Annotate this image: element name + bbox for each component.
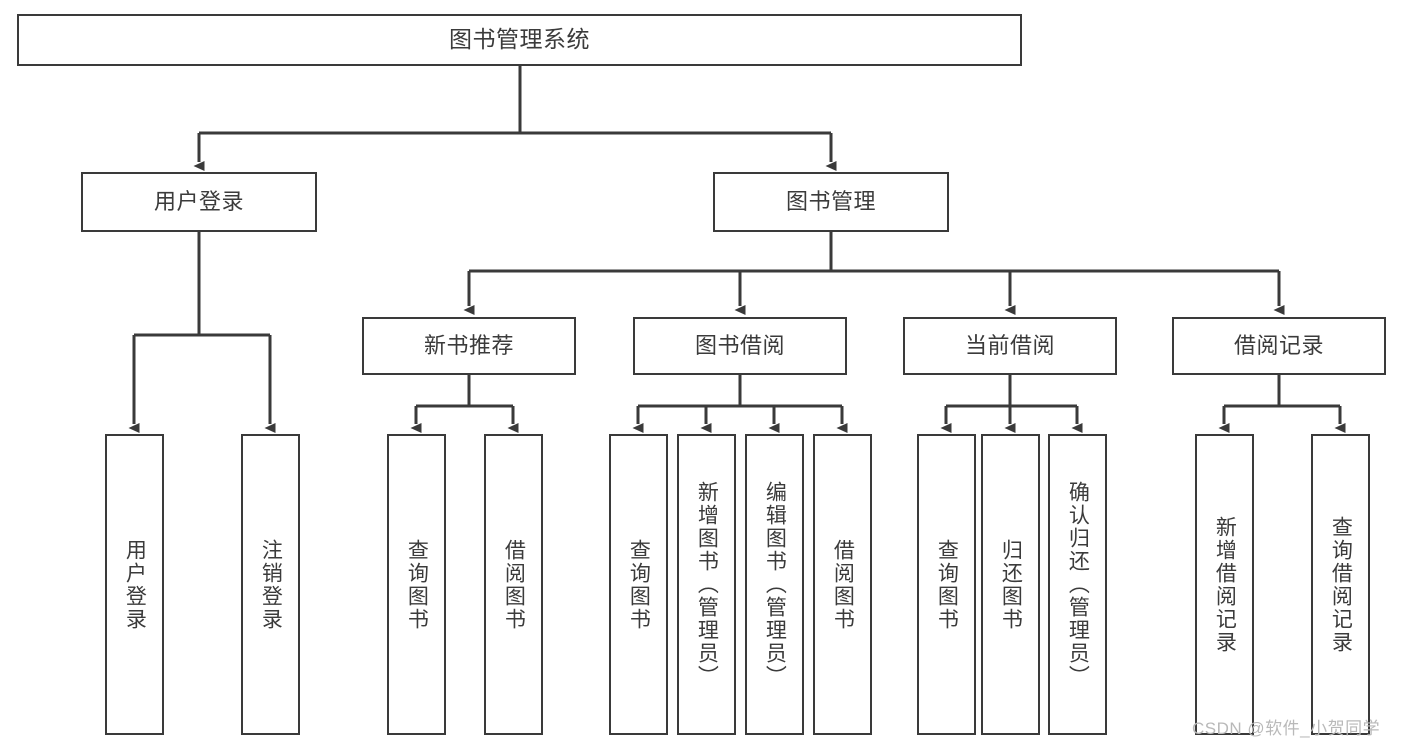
node-borrow-record-label: 借阅记录 <box>1233 332 1324 358</box>
leaf-query-book-borrow[interactable]: 查询图书 <box>609 434 668 735</box>
leaf-user-login-label: 用户登录 <box>123 538 147 631</box>
leaf-confirm-return-admin-label: 确认归还（管理员） <box>1066 481 1090 688</box>
node-user-login[interactable]: 用户登录 <box>81 172 317 232</box>
node-book-management[interactable]: 图书管理 <box>713 172 949 232</box>
leaf-borrow-book[interactable]: 借阅图书 <box>813 434 872 735</box>
leaf-query-borrow-record-label: 查询借阅记录 <box>1329 515 1353 654</box>
node-book-borrow[interactable]: 图书借阅 <box>633 317 847 375</box>
node-new-book-recommend-label: 新书推荐 <box>423 332 514 358</box>
node-new-book-recommend[interactable]: 新书推荐 <box>362 317 576 375</box>
leaf-query-book-borrow-label: 查询图书 <box>627 538 651 631</box>
csdn-watermark: CSDN @软件_小贺同学 <box>1192 719 1381 738</box>
node-borrow-record[interactable]: 借阅记录 <box>1172 317 1386 375</box>
leaf-return-book[interactable]: 归还图书 <box>981 434 1040 735</box>
node-root[interactable]: 图书管理系统 <box>17 14 1022 66</box>
leaf-borrow-book-new-label: 借阅图书 <box>502 538 526 631</box>
leaf-confirm-return-admin[interactable]: 确认归还（管理员） <box>1048 434 1107 735</box>
node-book-borrow-label: 图书借阅 <box>694 332 785 358</box>
node-current-borrow[interactable]: 当前借阅 <box>903 317 1117 375</box>
leaf-query-book-current-label: 查询图书 <box>935 538 959 631</box>
node-user-login-label: 用户登录 <box>153 188 244 214</box>
node-current-borrow-label: 当前借阅 <box>964 332 1055 358</box>
leaf-query-book-new-label: 查询图书 <box>405 538 429 631</box>
leaf-add-book-admin[interactable]: 新增图书（管理员） <box>677 434 736 735</box>
leaf-user-login[interactable]: 用户登录 <box>105 434 164 735</box>
leaf-edit-book-admin-label: 编辑图书（管理员） <box>763 481 787 688</box>
leaf-borrow-book-label: 借阅图书 <box>831 538 855 631</box>
leaf-edit-book-admin[interactable]: 编辑图书（管理员） <box>745 434 804 735</box>
leaf-return-book-label: 归还图书 <box>999 538 1023 631</box>
leaf-logout-label: 注销登录 <box>259 538 283 631</box>
node-root-label: 图书管理系统 <box>449 26 590 53</box>
leaf-add-book-admin-label: 新增图书（管理员） <box>695 481 719 688</box>
leaf-query-book-current[interactable]: 查询图书 <box>917 434 976 735</box>
leaf-add-borrow-record[interactable]: 新增借阅记录 <box>1195 434 1254 735</box>
leaf-logout[interactable]: 注销登录 <box>241 434 300 735</box>
leaf-query-borrow-record[interactable]: 查询借阅记录 <box>1311 434 1370 735</box>
leaf-add-borrow-record-label: 新增借阅记录 <box>1213 515 1237 654</box>
leaf-borrow-book-new[interactable]: 借阅图书 <box>484 434 543 735</box>
node-book-management-label: 图书管理 <box>785 188 876 214</box>
leaf-query-book-new[interactable]: 查询图书 <box>387 434 446 735</box>
